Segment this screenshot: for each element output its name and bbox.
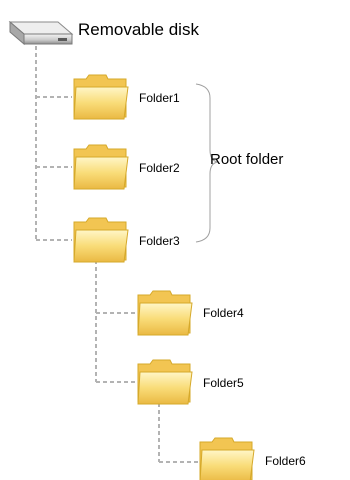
folder-label: Folder5: [203, 376, 244, 390]
folder-label: Folder6: [265, 454, 306, 468]
folder-icon: [137, 359, 193, 405]
drive-label: Removable disk: [78, 20, 199, 39]
dashed-connectors: [35, 46, 198, 463]
folder-label: Folder2: [139, 161, 180, 175]
root-bracket: [195, 83, 219, 243]
folder-icon: [73, 144, 129, 190]
folder-icon: [73, 74, 129, 120]
folder-label: Folder4: [203, 306, 244, 320]
folder-label: Folder3: [139, 234, 180, 248]
folder-icon: [137, 290, 193, 336]
root-folder-label: Root folder: [210, 151, 284, 168]
folder-icon: [199, 437, 255, 480]
removable-disk-icon: [8, 20, 74, 46]
folder-icon: [73, 217, 129, 263]
folder-label: Folder1: [139, 91, 180, 105]
